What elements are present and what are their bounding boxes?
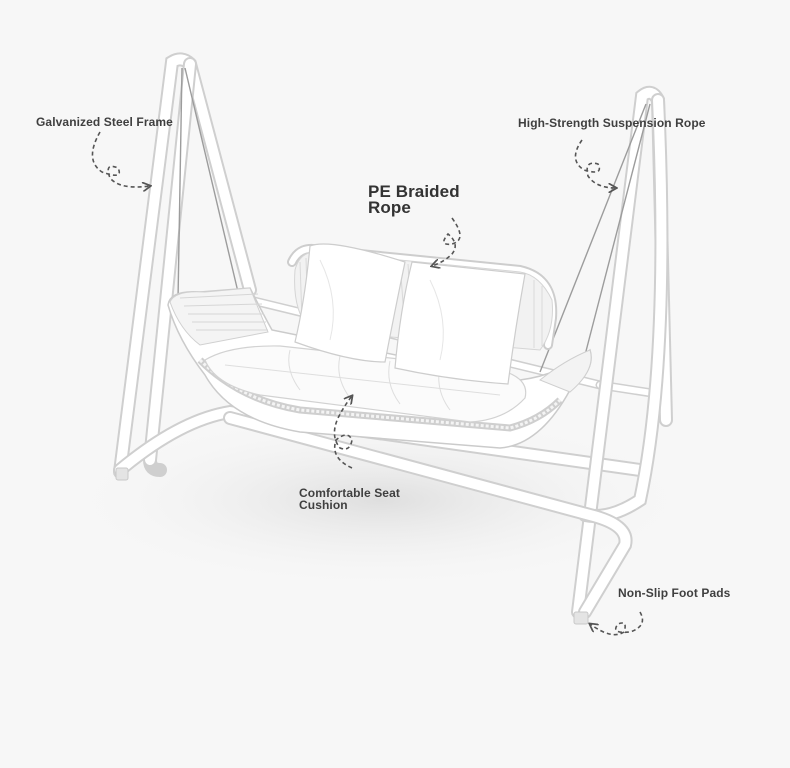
label-foot-pads: Non-Slip Foot Pads xyxy=(618,586,731,600)
label-seat-cushion: Comfortable Seat Cushion xyxy=(299,486,400,512)
label-pe-braided-rope: PE Braided Rope xyxy=(368,182,460,217)
label-galvanized-steel-frame: Galvanized Steel Frame xyxy=(36,115,173,129)
pillows xyxy=(294,243,526,385)
label-suspension-rope: High-Strength Suspension Rope xyxy=(518,116,706,130)
annotation-arrows xyxy=(91,131,644,636)
suspension-ropes xyxy=(177,67,651,373)
steel-frame xyxy=(113,52,673,625)
